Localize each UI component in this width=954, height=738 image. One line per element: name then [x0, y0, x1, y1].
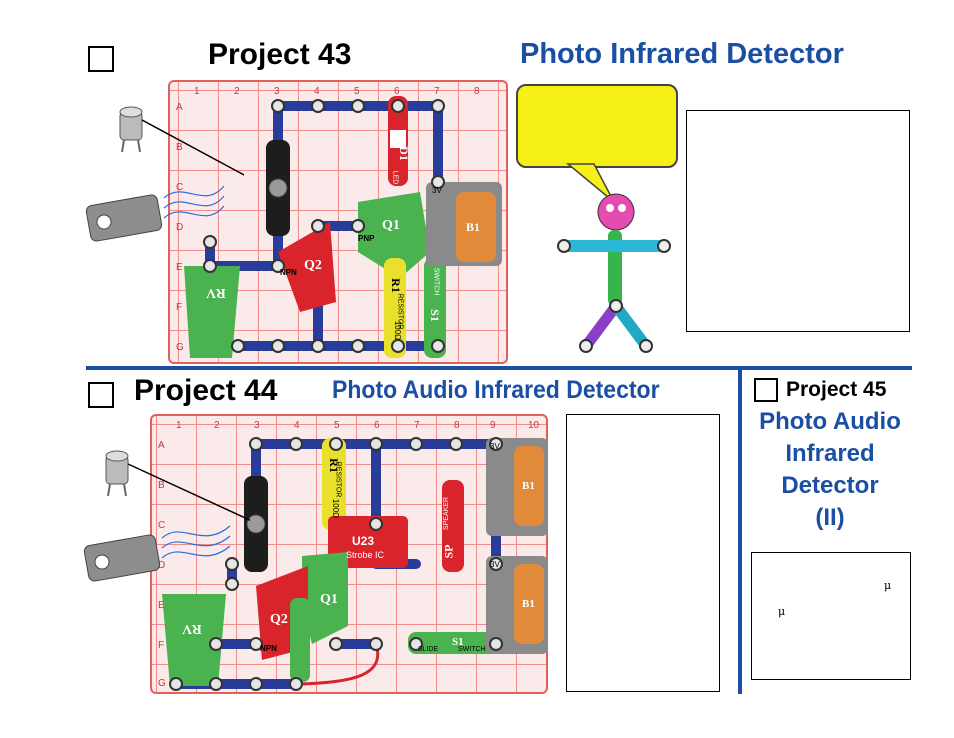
- project-45-title: Project 45: [786, 378, 887, 401]
- q2-label: Q2: [304, 258, 322, 273]
- row-label-e: E: [176, 262, 183, 273]
- row-label-a: A: [158, 440, 165, 451]
- subtitle-line-3: Detector: [781, 472, 879, 499]
- project-45-description-box: μ μ: [751, 552, 911, 680]
- subtitle-line-4: (II): [815, 504, 845, 531]
- switch-label: SWITCH: [458, 646, 486, 653]
- slide-label: SLIDE: [418, 646, 439, 653]
- mu-symbol-2: μ: [778, 605, 786, 618]
- project-44-subtitle: Photo Audio Infrared Detector: [332, 376, 660, 404]
- col-label-6: 6: [394, 86, 400, 97]
- subtitle-line-1: Photo Audio: [759, 408, 901, 435]
- q2-label: Q2: [270, 612, 288, 627]
- project-43-subtitle: Photo Infrared Detector: [520, 38, 844, 70]
- project-43-description-box: [686, 110, 910, 332]
- q1-label: Q1: [320, 592, 338, 607]
- resistor-label: RESISTOR: [334, 461, 342, 498]
- b1-label: B1: [466, 220, 481, 234]
- row-label-f: F: [158, 640, 165, 651]
- project-44-checkbox[interactable]: [88, 382, 114, 408]
- row-label-g: G: [176, 342, 184, 353]
- row-label-c: C: [176, 182, 184, 193]
- project-45-checkbox[interactable]: [754, 378, 778, 402]
- col-label-4: 4: [294, 420, 300, 431]
- col-label-3: 3: [254, 420, 260, 431]
- col-label-1: 1: [176, 420, 182, 431]
- subtitle-line-2: Infrared: [785, 440, 875, 467]
- s1-label: S1: [427, 309, 442, 322]
- project-43-circuit-diagram: [184, 96, 502, 358]
- volts-label: 3V: [432, 186, 442, 195]
- col-label-9: 9: [490, 420, 496, 431]
- rv-label: RV: [182, 621, 202, 636]
- section-divider: [86, 366, 912, 370]
- pnp-label: PNP: [358, 234, 375, 243]
- project-43-circuit-board: 1 2 3 4 5 6 7 8 A B C D E F G D1 LED Q1 …: [168, 80, 508, 364]
- col-label-5: 5: [334, 420, 340, 431]
- speaker-label: SPEAKER: [443, 496, 451, 531]
- row-label-g: G: [158, 678, 166, 689]
- project-44-title: Project 44: [134, 374, 278, 407]
- rv-label: RV: [206, 285, 226, 300]
- led-label: LED: [391, 170, 399, 185]
- remote-control-illustration-2: [83, 450, 250, 582]
- r1-value: 100Ω: [331, 498, 341, 519]
- col-label-2: 2: [214, 420, 220, 431]
- col-label-8: 8: [474, 86, 480, 97]
- npn-label: NPN: [260, 644, 277, 653]
- row-label-d: D: [158, 560, 166, 571]
- row-label-e: E: [158, 600, 165, 611]
- col-label-1: 1: [194, 86, 200, 97]
- volts-top-label: 3V: [490, 442, 500, 451]
- col-label-5: 5: [354, 86, 360, 97]
- col-label-6: 6: [374, 420, 380, 431]
- col-label-7: 7: [414, 420, 420, 431]
- npn-label: NPN: [280, 268, 297, 277]
- b1-top-label: B1: [522, 480, 535, 492]
- mu-symbol-1: μ: [884, 579, 892, 592]
- row-label-c: C: [158, 520, 166, 531]
- photo-sensor-icon: [119, 106, 143, 153]
- r1-value: 100Ω: [393, 320, 403, 341]
- remote-icon: [85, 194, 163, 242]
- project-43-title: Project 43: [208, 38, 352, 71]
- r1-label: R1: [388, 278, 403, 293]
- row-label-f: F: [176, 302, 183, 313]
- col-label-4: 4: [314, 86, 320, 97]
- u23-label: U23: [352, 534, 375, 548]
- col-label-8: 8: [454, 420, 460, 431]
- s1-label: S1: [452, 636, 464, 648]
- switch-label: SWITCH: [432, 267, 440, 296]
- row-label-b: B: [158, 480, 165, 491]
- b1-bottom-label: B1: [522, 598, 535, 610]
- speech-bubble: [516, 84, 678, 168]
- u23-description: Strobe IC: [346, 550, 385, 560]
- photo-sensor-icon: [105, 450, 129, 497]
- volts-bottom-label: 3V: [490, 560, 500, 569]
- project-43-checkbox[interactable]: [88, 46, 114, 72]
- remote-icon: [83, 534, 161, 582]
- col-label-7: 7: [434, 86, 440, 97]
- project-45-subtitle: Photo Audio Infrared Detector (II): [748, 406, 912, 534]
- col-label-3: 3: [274, 86, 280, 97]
- row-label-d: D: [176, 222, 184, 233]
- row-label-a: A: [176, 102, 183, 113]
- project-44-circuit-diagram: [162, 437, 548, 691]
- remote-control-illustration: [85, 106, 244, 242]
- sp-label: SP: [441, 544, 456, 559]
- col-label-2: 2: [234, 86, 240, 97]
- q1-label: Q1: [382, 218, 400, 233]
- snappy-character: [557, 163, 671, 353]
- project-44-description-box: [566, 414, 720, 692]
- col-label-10: 10: [528, 420, 540, 431]
- column-divider: [738, 370, 742, 694]
- row-label-b: B: [176, 142, 183, 153]
- d1-label: D1: [396, 146, 411, 161]
